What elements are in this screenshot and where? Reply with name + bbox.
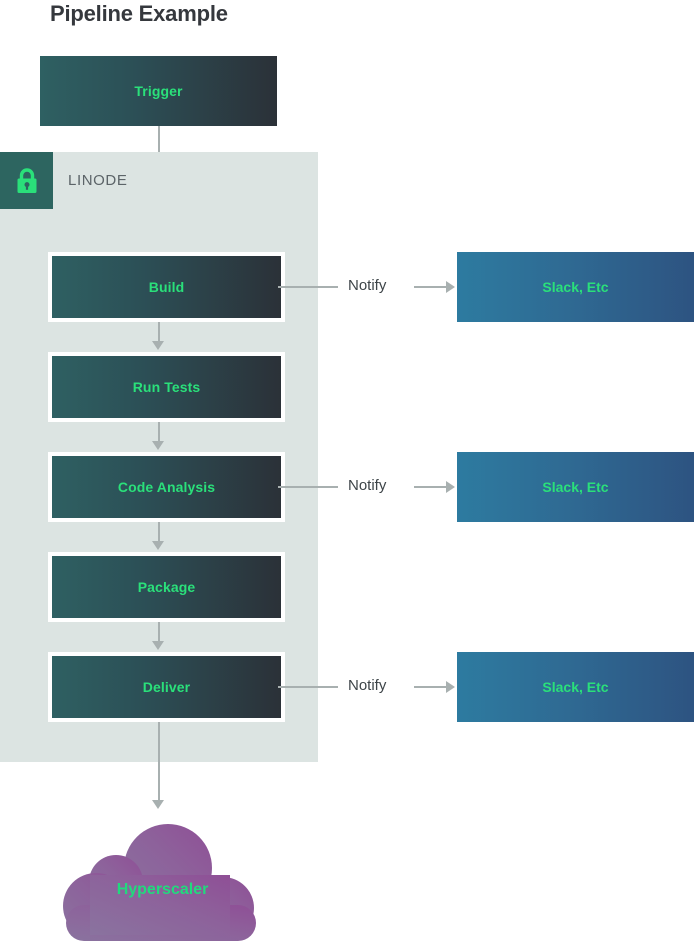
arrowhead-run-tests-to-code-analysis	[152, 441, 164, 450]
arrowhead-build-to-run-tests	[152, 341, 164, 350]
notify-target-box-3[interactable]: Slack, Etc	[457, 652, 694, 722]
connector-package-to-deliver	[158, 622, 160, 644]
notify-line-left-1	[278, 286, 338, 288]
notify-edge-label: Notify	[348, 477, 387, 494]
notify-line-left-3	[278, 686, 338, 688]
arrowhead-code-analysis-to-package	[152, 541, 164, 550]
notify-line-left-2	[278, 486, 338, 488]
notify-target-label: Slack, Etc	[542, 279, 609, 295]
arrowhead-notify-3	[446, 681, 455, 693]
page-title: Pipeline Example	[50, 1, 228, 26]
connector-run-tests-to-code-analysis	[158, 422, 160, 444]
lock-icon	[17, 167, 36, 193]
stage-box-code-analysis[interactable]: Code Analysis	[48, 452, 285, 522]
trigger-box[interactable]: Trigger	[40, 56, 277, 126]
connector-code-analysis-to-package	[158, 522, 160, 544]
stage-label: Package	[137, 579, 196, 595]
arrowhead-notify-1	[446, 281, 455, 293]
linode-region-label: LINODE	[68, 172, 128, 189]
notify-line-right-3	[414, 686, 448, 688]
notify-edge-label: Notify	[348, 277, 387, 294]
arrowhead-notify-2	[446, 481, 455, 493]
stage-label: Deliver	[142, 679, 191, 695]
stage-box-build[interactable]: Build	[48, 252, 285, 322]
notify-target-box-1[interactable]: Slack, Etc	[457, 252, 694, 322]
stage-label: Build	[148, 279, 185, 295]
notify-target-label: Slack, Etc	[542, 479, 609, 495]
stage-box-deliver[interactable]: Deliver	[48, 652, 285, 722]
stage-box-run-tests[interactable]: Run Tests	[48, 352, 285, 422]
notify-target-label: Slack, Etc	[542, 679, 609, 695]
notify-line-right-1	[414, 286, 448, 288]
notify-edge-label: Notify	[348, 677, 387, 694]
arrowhead-package-to-deliver	[152, 641, 164, 650]
hyperscaler-cloud[interactable]: Hyperscaler	[60, 820, 265, 944]
arrowhead-deliver-to-cloud	[152, 800, 164, 809]
notify-target-box-2[interactable]: Slack, Etc	[457, 452, 694, 522]
connector-build-to-run-tests	[158, 322, 160, 344]
connector-deliver-to-cloud	[158, 722, 160, 802]
linode-badge	[0, 152, 53, 209]
trigger-label: Trigger	[134, 83, 183, 99]
stage-label: Run Tests	[132, 379, 201, 395]
stage-box-package[interactable]: Package	[48, 552, 285, 622]
notify-line-right-2	[414, 486, 448, 488]
cloud-shape	[63, 824, 256, 941]
stage-label: Code Analysis	[117, 479, 216, 495]
